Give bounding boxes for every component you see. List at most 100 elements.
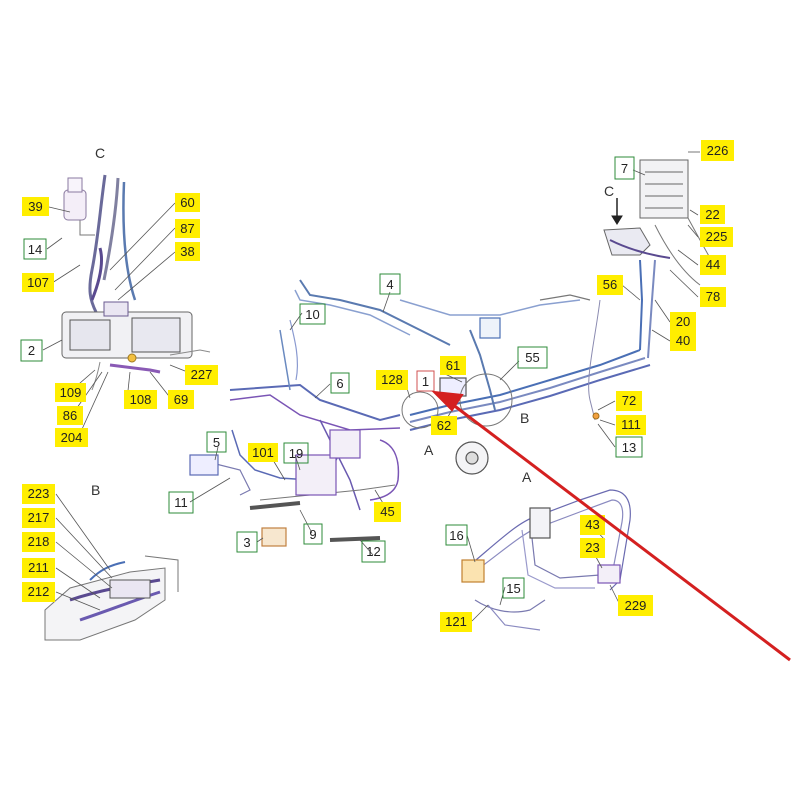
view-labels: C C B B A A: [91, 145, 614, 498]
callout-43: 43: [580, 515, 605, 535]
svg-text:211: 211: [28, 560, 49, 575]
svg-text:45: 45: [380, 504, 394, 519]
callout-40: 40: [670, 331, 696, 351]
svg-text:4: 4: [386, 277, 393, 292]
svg-text:212: 212: [28, 584, 50, 599]
svg-text:43: 43: [585, 517, 599, 532]
callout-87: 87: [175, 219, 200, 238]
svg-text:62: 62: [437, 418, 451, 433]
callout-20: 20: [670, 312, 696, 332]
central-hose-routing: [189, 259, 656, 547]
svg-text:14: 14: [28, 242, 42, 257]
svg-text:11: 11: [174, 495, 188, 510]
svg-text:61: 61: [446, 358, 460, 373]
callout-13: 13: [615, 436, 643, 458]
callout-14: 14: [23, 238, 47, 260]
svg-text:7: 7: [621, 161, 628, 176]
svg-text:101: 101: [252, 445, 274, 460]
svg-text:87: 87: [180, 221, 194, 236]
svg-text:9: 9: [309, 527, 316, 542]
callout-121: 121: [440, 612, 472, 632]
callout-72: 72: [616, 391, 642, 411]
detail-b-valve-block: [44, 555, 179, 641]
callout-7: 7: [614, 156, 635, 180]
callout-23: 23: [580, 538, 605, 558]
svg-text:2: 2: [28, 343, 35, 358]
svg-text:225: 225: [706, 229, 728, 244]
callout-86: 86: [57, 406, 83, 425]
callout-223: 223: [22, 484, 55, 504]
svg-text:12: 12: [366, 544, 380, 559]
detail-a-hose-assembly: [461, 489, 631, 631]
view-label-c-top: C: [95, 145, 105, 161]
callout-111: 111: [616, 415, 646, 435]
callout-62: 62: [431, 416, 457, 435]
svg-text:10: 10: [305, 307, 319, 322]
svg-text:107: 107: [27, 275, 49, 290]
svg-text:226: 226: [707, 143, 729, 158]
svg-text:56: 56: [603, 277, 617, 292]
callout-5: 5: [206, 431, 227, 453]
svg-text:3: 3: [243, 535, 250, 550]
svg-text:13: 13: [622, 440, 636, 455]
svg-text:86: 86: [63, 408, 77, 423]
callout-218: 218: [22, 532, 55, 552]
svg-text:5: 5: [213, 435, 220, 450]
callout-227: 227: [185, 365, 218, 385]
svg-text:20: 20: [676, 314, 690, 329]
view-label-a-mid: A: [424, 442, 434, 458]
svg-text:19: 19: [289, 446, 303, 461]
svg-text:128: 128: [381, 372, 403, 387]
red-pointer-arrow-icon: [431, 390, 791, 662]
callout-44: 44: [700, 255, 726, 275]
callout-56: 56: [597, 275, 623, 295]
callout-212: 212: [22, 582, 55, 602]
svg-text:16: 16: [449, 528, 463, 543]
callout-6: 6: [330, 372, 350, 394]
svg-text:60: 60: [180, 195, 194, 210]
callout-12: 12: [361, 540, 386, 563]
callout-55: 55: [517, 346, 548, 369]
callout-101: 101: [248, 443, 278, 462]
callout-78: 78: [700, 287, 726, 307]
callout-38: 38: [175, 242, 200, 261]
callout-22: 22: [700, 205, 725, 224]
svg-text:15: 15: [506, 581, 520, 596]
callout-109: 109: [55, 383, 86, 402]
detail-c-pump-assembly: [61, 174, 211, 391]
svg-text:121: 121: [445, 614, 467, 629]
svg-text:108: 108: [130, 392, 152, 407]
svg-text:44: 44: [706, 257, 720, 272]
callout-11: 11: [168, 491, 194, 514]
callout-107: 107: [22, 273, 54, 292]
svg-text:227: 227: [191, 367, 213, 382]
view-label-b-mid: B: [520, 410, 529, 426]
svg-text:229: 229: [625, 598, 647, 613]
callout-226: 226: [701, 140, 734, 161]
callout-217: 217: [22, 508, 55, 528]
callout-61: 61: [440, 356, 466, 375]
svg-text:39: 39: [28, 199, 42, 214]
svg-text:1: 1: [422, 374, 429, 389]
callout-211: 211: [22, 558, 55, 578]
callout-39: 39: [22, 197, 49, 216]
callout-3: 3: [236, 531, 258, 553]
callout-128: 128: [376, 370, 408, 390]
svg-text:217: 217: [28, 510, 50, 525]
callout-108: 108: [124, 390, 157, 409]
svg-text:72: 72: [622, 393, 636, 408]
callout-4: 4: [379, 273, 401, 295]
svg-text:78: 78: [706, 289, 720, 304]
callout-19: 19: [283, 442, 309, 464]
svg-text:23: 23: [585, 540, 599, 555]
view-label-c-arrow: C: [604, 183, 614, 199]
svg-text:40: 40: [676, 333, 690, 348]
callout-225: 225: [700, 227, 733, 247]
svg-text:6: 6: [336, 376, 343, 391]
view-label-b-left: B: [91, 482, 100, 498]
callout-204: 204: [55, 428, 88, 447]
callout-229: 229: [618, 595, 653, 616]
svg-text:223: 223: [28, 486, 50, 501]
svg-text:38: 38: [180, 244, 194, 259]
